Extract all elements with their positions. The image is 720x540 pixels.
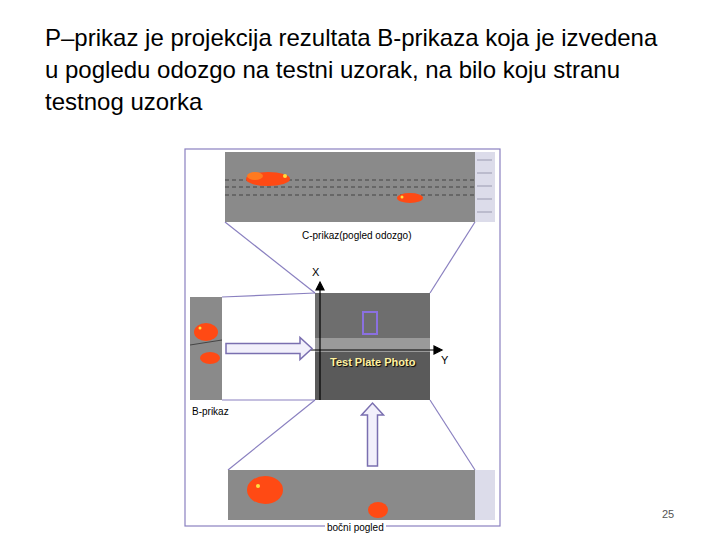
b-scan-panel: B-prikaz <box>190 297 222 400</box>
panel-label: B-prikaz <box>190 406 231 417</box>
panel-label: bočni pogled <box>325 522 386 533</box>
projection-arrow <box>226 338 312 360</box>
c-scan-panel: C-prikaz(pogled odozgo) <box>225 152 475 222</box>
page-number: 25 <box>662 508 674 520</box>
slide-title: P–prikaz je projekcija rezultata B-prika… <box>45 22 660 118</box>
axis-label: Y <box>441 354 448 366</box>
side-view-panel: bočni pogled <box>228 470 475 520</box>
test-plate-photo: Test Plate Photo <box>315 293 430 400</box>
projection-arrow <box>362 403 384 466</box>
panel-label: C-prikaz(pogled odozgo) <box>300 230 414 241</box>
panel-label: Test Plate Photo <box>328 356 417 368</box>
axis-label: X <box>312 266 319 278</box>
